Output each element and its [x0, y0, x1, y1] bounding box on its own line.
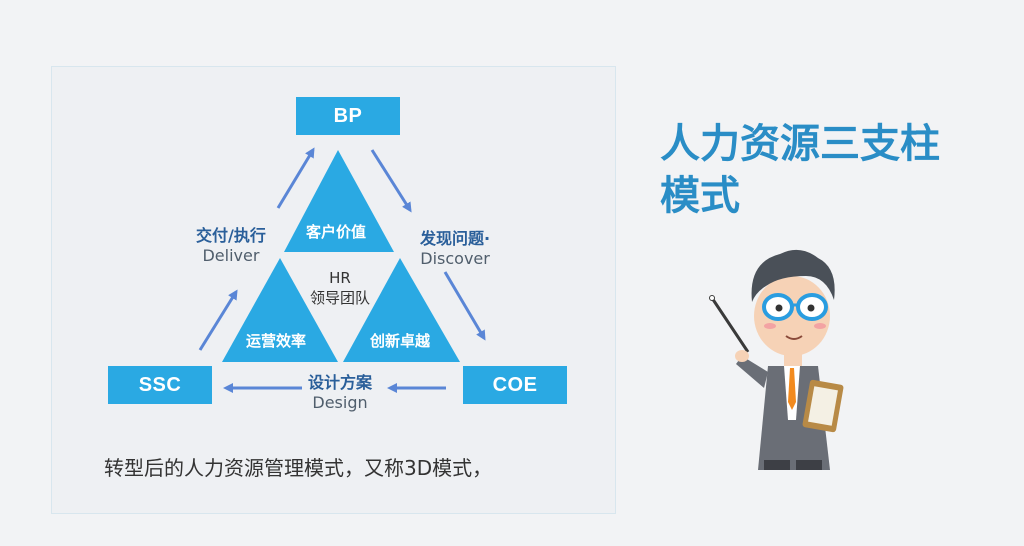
arrow-bp-to-discover — [370, 149, 412, 213]
edge-label-discover: 发现问题· Discover — [420, 229, 490, 269]
triangle-top-label: 客户价值 — [306, 223, 367, 241]
triangle-top — [284, 150, 394, 252]
diagram-card — [51, 66, 616, 514]
edge-label-deliver-cn: 交付/执行 — [196, 226, 266, 245]
triangle-left — [222, 258, 338, 362]
triangle-left-label: 运营效率 — [246, 332, 307, 350]
edge-label-design-cn: 设计方案 — [308, 373, 373, 392]
edge-label-deliver: 交付/执行 Deliver — [196, 226, 266, 266]
slide-title: 人力资源三支柱模式 — [660, 121, 940, 219]
triangle-right-label: 创新卓越 — [370, 332, 431, 350]
edge-label-deliver-en: Deliver — [202, 246, 260, 265]
edge-label-discover-cn: 发现问题· — [420, 229, 491, 248]
center-label: HR 领导团队 — [290, 268, 390, 308]
arrow-ssc-to-deliver — [198, 289, 238, 351]
center-label-line2: 领导团队 — [309, 289, 370, 307]
center-label-line1: HR — [329, 269, 351, 287]
arrow-deliver-to-bp — [276, 147, 315, 209]
presenter-illustration — [709, 249, 844, 470]
diagram-caption: 转型后的人力资源管理模式，又称3D模式， — [104, 456, 493, 480]
node-ssc: SSC — [108, 366, 212, 404]
edge-label-discover-en: Discover — [420, 249, 490, 268]
edge-label-design: 设计方案 Design — [308, 373, 372, 413]
arrow-discover-to-coe — [443, 271, 486, 341]
edge-label-design-en: Design — [312, 393, 368, 412]
node-coe: COE — [463, 366, 567, 404]
node-bp: BP — [296, 97, 400, 135]
triangle-right — [343, 258, 460, 362]
